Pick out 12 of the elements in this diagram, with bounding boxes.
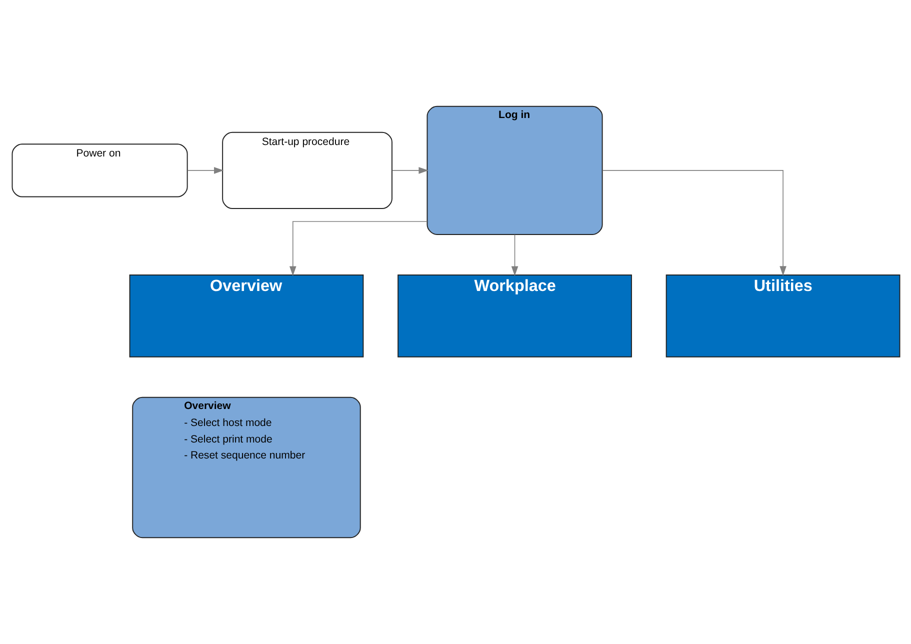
arrow [288, 221, 427, 276]
node-box: Power on [11, 144, 188, 198]
arrow [510, 234, 518, 276]
node-box: Workplace [397, 274, 632, 358]
node-box: Overview [128, 274, 364, 358]
node-box: Overview - Select host mode - Select print mode - Reset sequence number [132, 396, 360, 538]
node-box: Log in [426, 106, 602, 235]
node-box: Utilities [665, 274, 900, 358]
node-box: Start-up procedure [222, 132, 392, 210]
arrow [602, 170, 786, 276]
arrow [391, 167, 428, 174]
arrow [186, 167, 224, 174]
